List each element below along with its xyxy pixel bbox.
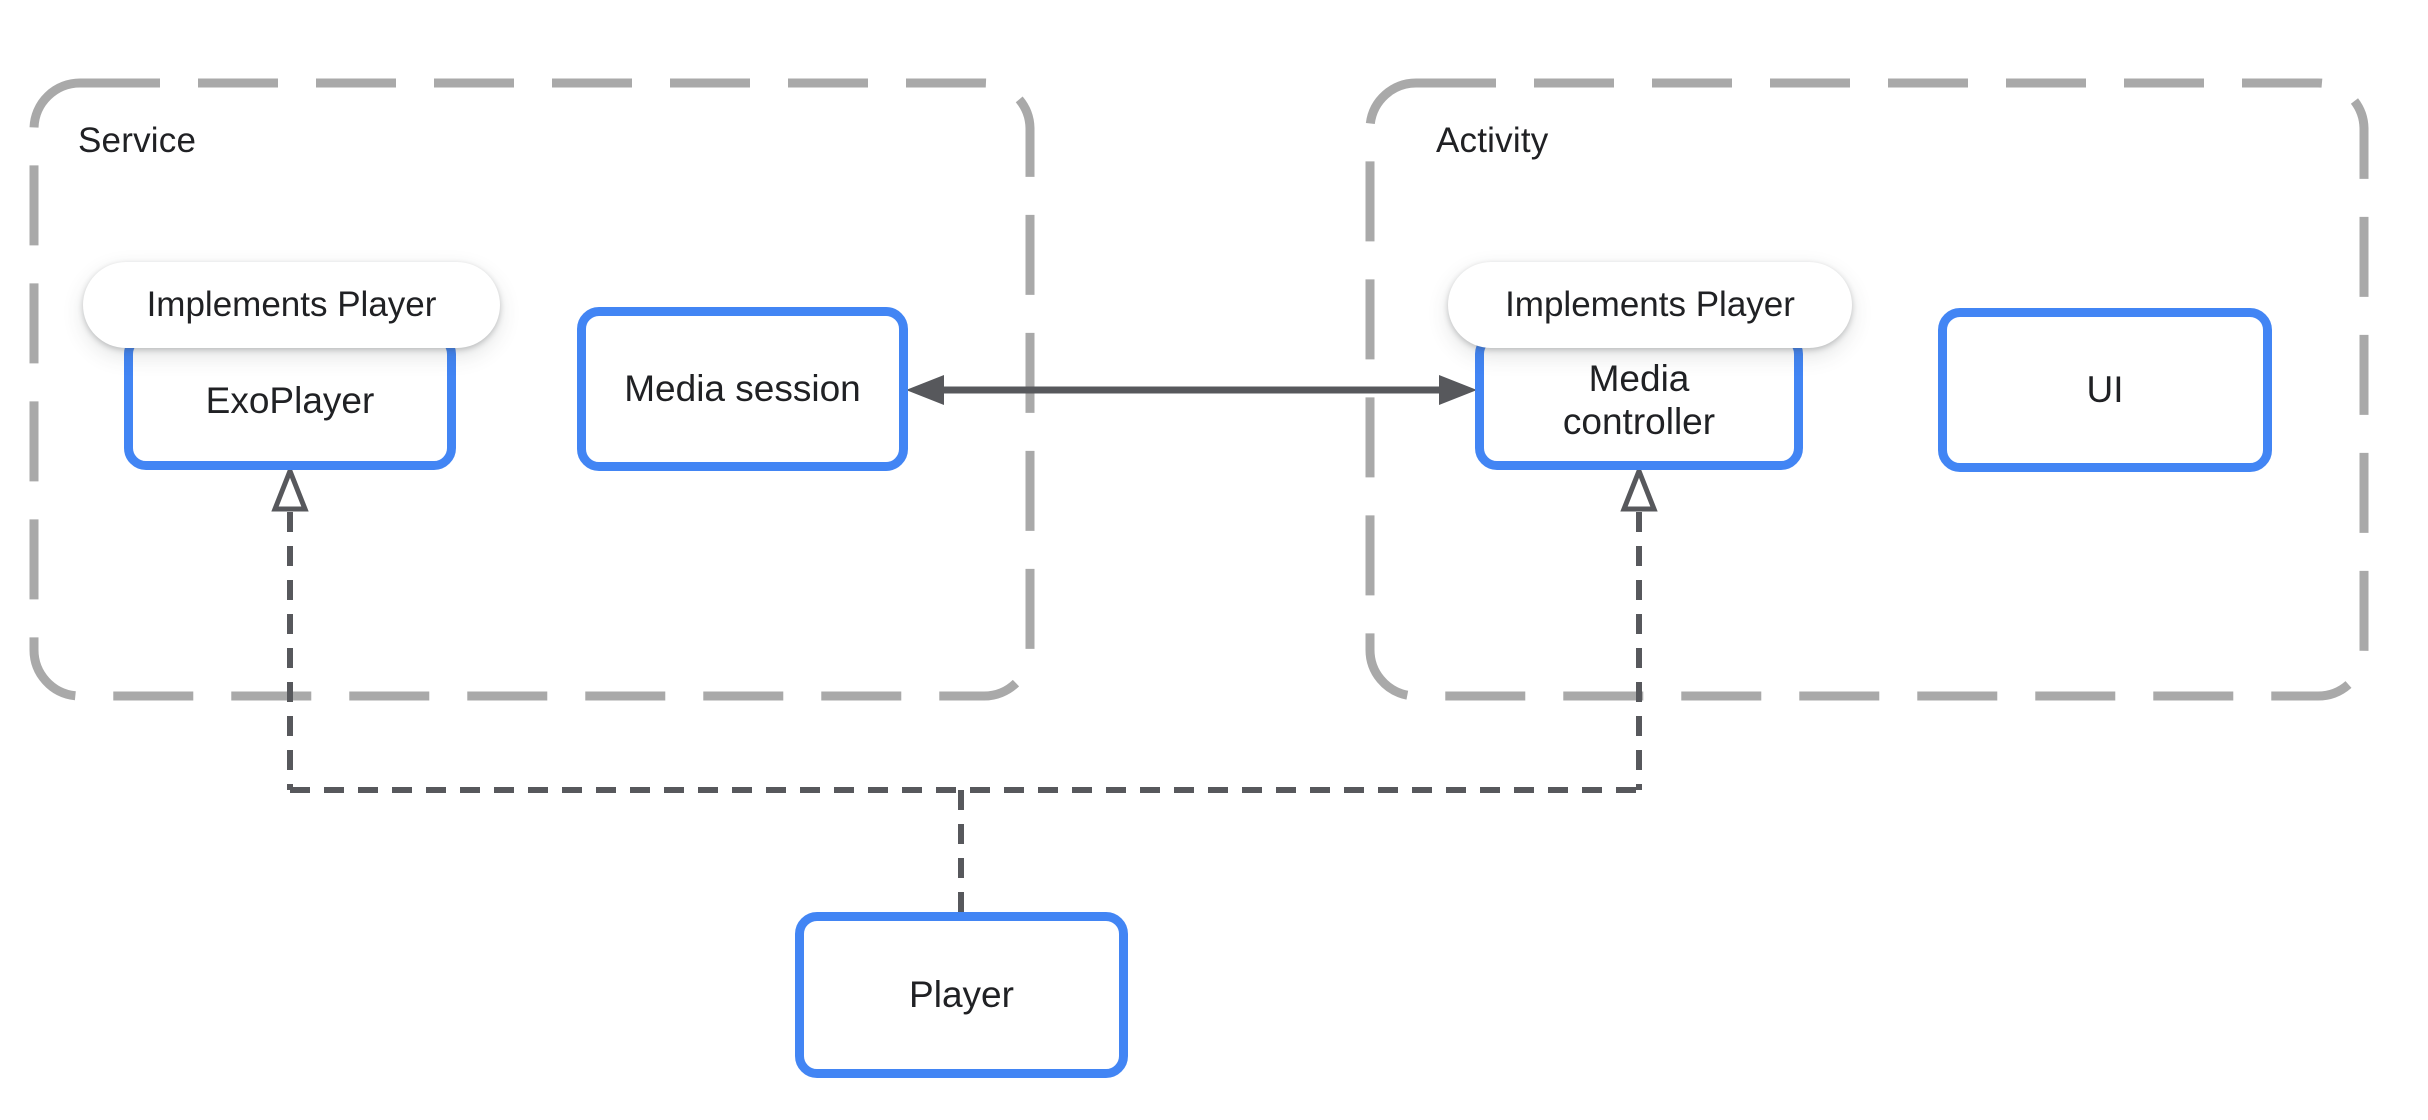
exoplayer-label: ExoPlayer: [205, 379, 375, 421]
media-session-label: Media session: [624, 367, 861, 409]
media-controller-label: Media controller: [1562, 358, 1716, 442]
media-session-box: Media session: [577, 307, 908, 471]
implements-player-badge-service: Implements Player: [83, 262, 500, 348]
implements-player-badge-activity-label: Implements Player: [1505, 285, 1795, 324]
media-controller-box: Media controller: [1475, 332, 1803, 470]
ui-label: UI: [2086, 368, 2124, 410]
arrow-left-head-icon: [906, 375, 944, 405]
hollow-arrowhead-exoplayer-icon: [271, 464, 309, 512]
player-box: Player: [795, 912, 1128, 1078]
service-zone-label: Service: [78, 121, 197, 160]
player-label: Player: [909, 973, 1014, 1015]
exoplayer-box: ExoPlayer: [124, 332, 456, 470]
arrow-right-head-icon: [1439, 375, 1477, 405]
implements-player-badge-service-label: Implements Player: [146, 285, 437, 324]
ui-box: UI: [1938, 308, 2272, 472]
implements-player-badge-activity: Implements Player: [1448, 262, 1852, 348]
activity-container-border: [1365, 78, 2369, 701]
activity-zone-label: Activity: [1436, 121, 1549, 160]
hollow-arrowhead-controller-icon: [1620, 464, 1658, 512]
